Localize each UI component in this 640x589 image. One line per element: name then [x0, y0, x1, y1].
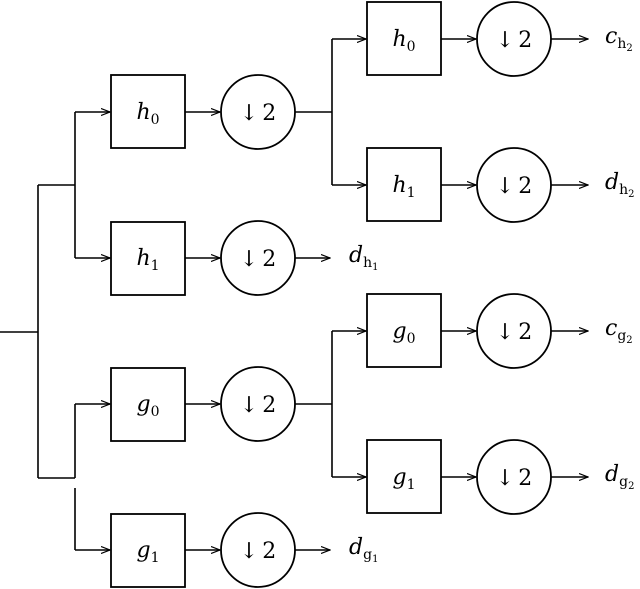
downsampler-h0-level2: ↓2: [476, 1, 552, 77]
svg-text:dh1: dh1: [349, 243, 379, 273]
svg-text:↓2: ↓2: [240, 247, 276, 272]
svg-text:h0: h0: [136, 100, 159, 128]
svg-text:↓2: ↓2: [240, 101, 276, 126]
svg-text:g1: g1: [392, 465, 415, 493]
svg-text:ch2: ch2: [605, 24, 633, 54]
svg-text:↓2: ↓2: [496, 320, 532, 345]
svg-text:↓2: ↓2: [496, 466, 532, 491]
downsampler-h1-level1: ↓2: [220, 220, 296, 296]
level1-filter-to-downsample-wires: [185, 112, 220, 550]
filter-block-h1-level1: h1: [110, 221, 186, 296]
filter-block-g1-level2: g1: [366, 439, 442, 514]
input-wire: [0, 184, 75, 479]
filter-block-g0-level2: g0: [366, 293, 442, 368]
level2-h-branch-wires: [295, 39, 366, 185]
svg-text:g0: g0: [392, 319, 415, 347]
level1-output-wires: [295, 258, 330, 550]
level2-output-wires: [551, 39, 588, 477]
svg-text:↓2: ↓2: [496, 174, 532, 199]
downsampler-h0-level1: ↓2: [220, 74, 296, 150]
downsampler-g1-level2: ↓2: [476, 439, 552, 515]
level2-g-branch-wires: [295, 331, 366, 477]
lower-branch-wires: [74, 404, 110, 550]
svg-text:h0: h0: [392, 27, 415, 55]
output-label-d-g2: dg2: [605, 462, 634, 492]
downsampler-g1-level1: ↓2: [220, 512, 296, 588]
filter-block-h1-level2: h1: [366, 147, 442, 222]
downsampler-g0-level2: ↓2: [476, 293, 552, 369]
filter-block-g1-level1: g1: [110, 513, 186, 588]
output-label-c-h2: ch2: [605, 24, 633, 54]
svg-text:cg2: cg2: [605, 316, 633, 346]
upper-branch-wires: [74, 112, 110, 258]
svg-text:dh2: dh2: [605, 170, 635, 200]
downsampler-h1-level2: ↓2: [476, 147, 552, 223]
downsampler-g0-level1: ↓2: [220, 366, 296, 442]
svg-text:h1: h1: [136, 246, 159, 274]
svg-text:dg1: dg1: [349, 535, 378, 565]
svg-text:↓2: ↓2: [496, 28, 532, 53]
level2-filter-to-downsample-wires: [441, 39, 476, 477]
output-label-c-g2: cg2: [605, 316, 633, 346]
svg-text:g1: g1: [136, 538, 159, 566]
filter-block-h0-level2: h0: [366, 1, 442, 76]
filter-block-g0-level1: g0: [110, 367, 186, 442]
svg-text:h1: h1: [392, 173, 415, 201]
output-label-d-h1: dh1: [349, 243, 379, 273]
svg-text:↓2: ↓2: [240, 539, 276, 564]
output-label-d-g1: dg1: [349, 535, 378, 565]
svg-text:↓2: ↓2: [240, 393, 276, 418]
svg-text:g0: g0: [136, 392, 159, 420]
filter-block-h0-level1: h0: [110, 74, 186, 149]
output-label-d-h2: dh2: [605, 170, 635, 200]
svg-text:dg2: dg2: [605, 462, 634, 492]
